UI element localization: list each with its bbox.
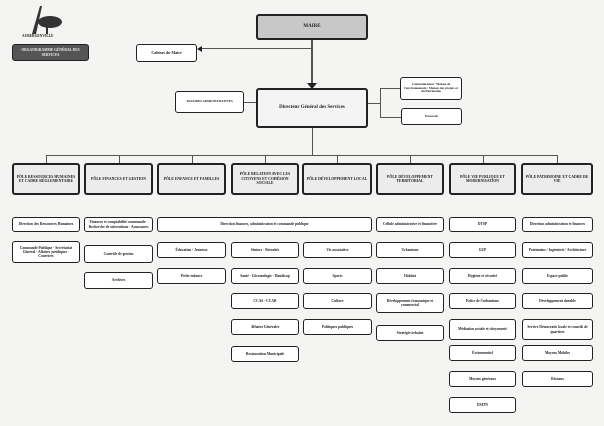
service-box: Hygiène et sécurité — [449, 268, 516, 284]
connector — [244, 102, 256, 103]
service-box: Commande Publique - Secrétariat Général … — [12, 241, 80, 263]
service-box: Service Démocratie locale et conseils de… — [522, 319, 593, 340]
connector — [311, 40, 313, 85]
chart-title: ORGANIGRAMME GÉNÉRAL DES SERVICES — [12, 44, 89, 61]
service-box: Contrôle de gestion — [84, 245, 153, 263]
service-box: DTSP — [449, 217, 516, 232]
pole-developpement-local: PÔLE DÉVELOPPEMENT LOCAL — [302, 163, 372, 195]
pole-finances: PÔLE FINANCES ET GESTION — [84, 163, 153, 195]
service-box: Urbanisme — [376, 242, 444, 258]
service-box: Éducation / Jeunesse — [157, 242, 226, 258]
pole-patrimoine: PÔLE PATRIMOINE ET CADRE DE VIE — [521, 163, 593, 195]
connector — [380, 117, 401, 118]
logo-text: AUBERGENVILLE — [22, 34, 54, 38]
service-box: Séniors - Retraités — [231, 242, 299, 258]
service-box: Culture — [303, 293, 372, 309]
pole-relation-citoyens: PÔLE RELATION AVEC LES CITOYENS ET COHÉS… — [231, 163, 299, 195]
service-box: Santé - Gérontologie - Handicap — [231, 268, 299, 284]
service-box: Médiation sociale et citoyenneté — [449, 319, 516, 340]
connector — [312, 128, 313, 155]
service-box: Finances et comptabilité communale - Rec… — [84, 217, 153, 232]
connector — [200, 48, 312, 49]
service-box: Événementiel — [449, 345, 516, 361]
service-box: Petite enfance — [157, 268, 226, 284]
service-box: Restauration Municipale — [231, 346, 299, 362]
connector — [368, 103, 380, 104]
pole-rh: PÔLE RESSOURCES HUMAINES ET CADRE RÉGLEM… — [12, 163, 80, 195]
communication-box: Communication / Maison de l'environnemen… — [400, 77, 462, 100]
affaires-admin-box: AFFAIRES ADMINISTRATIVES — [175, 91, 244, 113]
connector — [46, 155, 558, 156]
service-box: Espace public — [522, 268, 593, 284]
arrow-left-icon — [197, 46, 202, 52]
pole-developpement-territorial: PÔLE DÉVELOPPEMENT TERRITORIAL — [376, 163, 444, 195]
service-box: GUP — [449, 242, 516, 258]
service-box: Cellule administrative et financière — [376, 217, 444, 232]
service-box: Direction des Ressources Humaines — [12, 217, 80, 232]
service-box: DSITN — [449, 397, 516, 413]
service-box: Patrimoine / Ingénierie / Architecture — [522, 242, 593, 258]
cabinet-box: Cabinet du Maire — [136, 44, 197, 62]
connector — [380, 88, 381, 117]
service-box: Police de l'urbanisme — [449, 293, 516, 309]
pole-enfance: PÔLE ENFANCE ET FAMILLES — [157, 163, 226, 195]
service-box: Moyens Mobiles — [522, 345, 593, 361]
service-box: Archives — [84, 272, 153, 289]
service-box: Développement économique et commercial — [376, 293, 444, 313]
maire-box: MAIRE — [256, 14, 368, 40]
connector — [380, 88, 400, 89]
service-box: Vie associative — [303, 242, 372, 258]
service-box: Développement durable — [522, 293, 593, 309]
arrow-down-icon — [307, 83, 317, 89]
logo-tree-icon — [32, 6, 62, 34]
service-box: Affaires Générales — [231, 319, 299, 335]
service-box: Sports — [303, 268, 372, 284]
service-box: Réseaux — [522, 371, 593, 387]
service-box: Moyens généraux — [449, 371, 516, 387]
service-box-shared: Direction finances, administration et co… — [157, 217, 372, 232]
pole-vie-publique: PÔLE VIE PUBLIQUE ET MODERNISATION — [449, 163, 516, 195]
service-box: Habitat — [376, 268, 444, 284]
service-box: Stratégie urbaine — [376, 325, 444, 341]
protocole-box: Protocole — [401, 108, 462, 125]
dgs-box: Directeur Général des Services — [256, 88, 368, 128]
service-box: Direction administration et finances — [522, 217, 593, 232]
service-box: Politiques publiques — [303, 319, 372, 335]
service-box: CCAS - CCAR — [231, 293, 299, 309]
